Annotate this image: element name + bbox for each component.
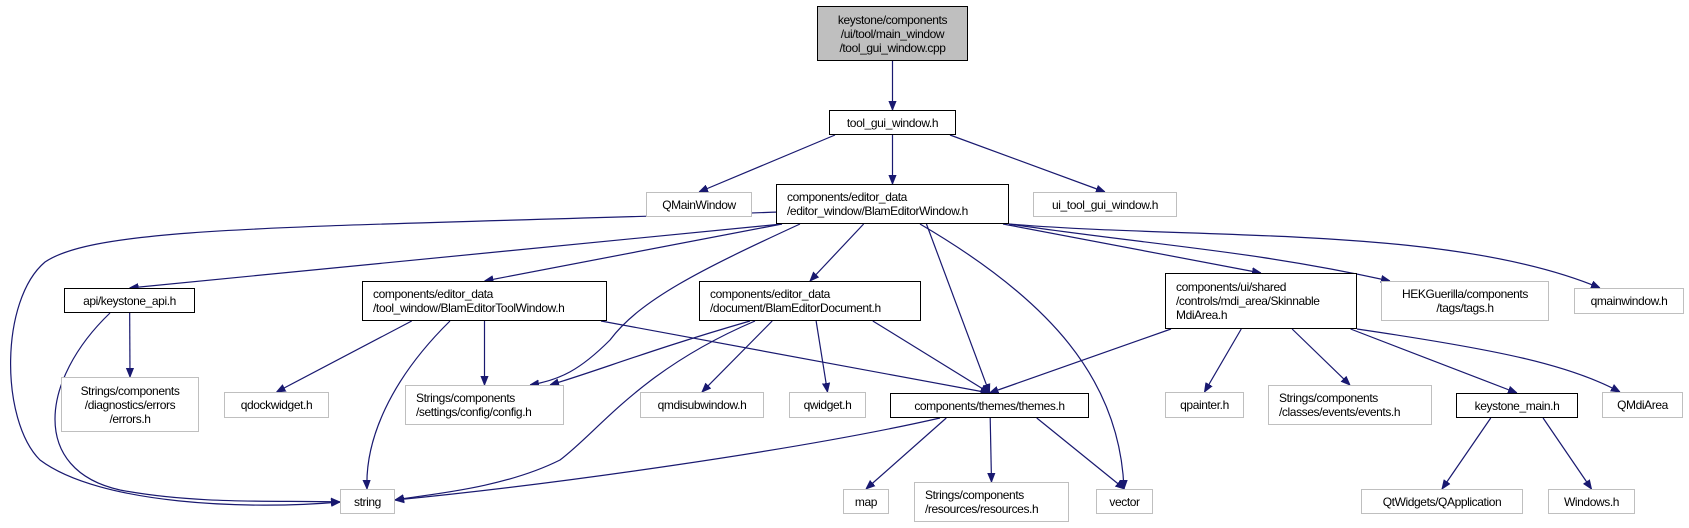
edge-skin-to-qmdiarea [1356, 328, 1620, 392]
edge-kmain-to-qapp [1442, 417, 1492, 489]
edge-skin-to-themes [990, 328, 1172, 393]
node-label: string [354, 494, 381, 509]
node-label: keystone_main.h [1474, 398, 1560, 413]
edge-bew-to-bed [810, 223, 865, 281]
edge-skin-to-kmain [1350, 328, 1517, 393]
edge-skin-to-qpainter [1205, 328, 1242, 392]
node-qdock[interactable]: qdockwidget.h [224, 392, 329, 418]
edge-skin-to-events [1291, 328, 1350, 385]
node-label: components/editor_data /document/BlamEdi… [710, 287, 881, 315]
node-label: qmdisubwindow.h [657, 398, 747, 412]
node-windows[interactable]: Windows.h [1548, 489, 1635, 514]
node-events[interactable]: Strings/components /classes/events/event… [1268, 385, 1432, 425]
node-themes[interactable]: components/themes/themes.h [890, 393, 1089, 418]
node-uitgw[interactable]: ui_tool_gui_window.h [1033, 192, 1177, 217]
edge-bew-to-themes [925, 223, 989, 393]
node-root[interactable]: keystone/components /ui/tool/main_window… [817, 6, 968, 61]
node-skin[interactable]: components/ui/shared /controls/mdi_area/… [1165, 273, 1357, 329]
node-label: ui_tool_gui_window.h [1051, 197, 1159, 212]
node-label: tool_gui_window.h [846, 115, 939, 130]
node-label: components/ui/shared /controls/mdi_area/… [1176, 280, 1320, 322]
node-bed[interactable]: components/editor_data /document/BlamEdi… [699, 281, 921, 321]
node-label: HEKGuerilla/components /tags/tags.h [1402, 287, 1528, 315]
node-label: qpainter.h [1180, 398, 1229, 412]
node-string[interactable]: string [340, 489, 395, 514]
node-label: Strings/components /classes/events/event… [1279, 391, 1401, 419]
node-label: vector [1109, 494, 1140, 509]
edge-bew-to-api [130, 223, 783, 288]
node-label: qdockwidget.h [240, 398, 313, 412]
node-errors[interactable]: Strings/components /diagnostics/errors /… [61, 377, 199, 432]
node-qmdiarea[interactable]: QMdiArea [1602, 392, 1683, 418]
edge-bed-to-string [395, 320, 756, 500]
edge-bew-to-skin [1002, 223, 1261, 273]
edge-bew-to-string [10, 211, 781, 505]
node-label: Strings/components /resources/resources.… [925, 488, 1039, 516]
edge-bed-to-qwidget [815, 320, 827, 392]
node-label: QMainWindow [662, 197, 736, 212]
node-resources[interactable]: Strings/components /resources/resources.… [914, 482, 1069, 522]
node-betw[interactable]: components/editor_data /tool_window/Blam… [362, 281, 607, 321]
node-qwidget[interactable]: qwidget.h [789, 392, 866, 418]
edge-bew-to-betw [485, 223, 783, 281]
node-map[interactable]: map [843, 489, 889, 514]
node-qmdisub[interactable]: qmdisubwindow.h [640, 392, 764, 418]
node-label: components/editor_data /tool_window/Blam… [373, 287, 565, 315]
edge-themes-to-vector [1036, 417, 1125, 489]
edge-themes-to-string [395, 417, 941, 500]
node-label: components/editor_data /editor_window/Bl… [787, 190, 968, 218]
edge-kmain-to-windows [1542, 417, 1591, 489]
edge-bed-to-themes [872, 320, 990, 393]
node-label: Windows.h [1563, 494, 1620, 509]
edge-themes-to-resources [990, 417, 991, 482]
edge-tgw-to-uitgw [949, 134, 1105, 192]
node-bew[interactable]: components/editor_data /editor_window/Bl… [776, 184, 1009, 224]
node-label: Strings/components /diagnostics/errors /… [80, 383, 180, 426]
edge-betw-to-qdock [277, 320, 412, 392]
edge-bew-to-hek [1008, 223, 1390, 281]
node-label: QtWidgets/QApplication [1382, 494, 1502, 509]
node-qmainwindow[interactable]: QMainWindow [646, 192, 752, 217]
edge-themes-to-map [866, 417, 947, 489]
node-label: keystone/components /ui/tool/main_window… [837, 12, 948, 55]
edge-bed-to-qmdisub [702, 320, 773, 392]
edge-tgw-to-qmainwindow [699, 134, 836, 193]
edge-bew-to-vector [919, 223, 1124, 489]
node-config[interactable]: Strings/components /settings/config/conf… [405, 385, 564, 425]
edge-betw-to-themes [600, 320, 990, 393]
node-label: map [854, 494, 878, 509]
node-kmain[interactable]: keystone_main.h [1456, 393, 1578, 418]
node-hek[interactable]: HEKGuerilla/components /tags/tags.h [1381, 281, 1549, 321]
node-label: qwidget.h [803, 398, 852, 412]
edge-betw-to-string [367, 320, 451, 489]
node-tgw[interactable]: tool_gui_window.h [829, 110, 956, 135]
node-label: QMdiArea [1617, 398, 1668, 412]
node-qpainter[interactable]: qpainter.h [1165, 392, 1244, 418]
node-qapp[interactable]: QtWidgets/QApplication [1361, 489, 1523, 514]
node-label: Strings/components /settings/config/conf… [416, 391, 532, 419]
edge-api-to-string [54, 312, 340, 502]
edge-bew-to-qmainwindowh [1008, 223, 1600, 289]
node-label: api/keystone_api.h [83, 293, 176, 308]
node-label: components/themes/themes.h [914, 398, 1065, 413]
node-qmainwindowh[interactable]: qmainwindow.h [1574, 288, 1684, 314]
node-api[interactable]: api/keystone_api.h [64, 288, 195, 313]
edge-bed-to-config [550, 320, 751, 385]
node-label: qmainwindow.h [1590, 294, 1668, 308]
node-vector[interactable]: vector [1096, 489, 1153, 514]
